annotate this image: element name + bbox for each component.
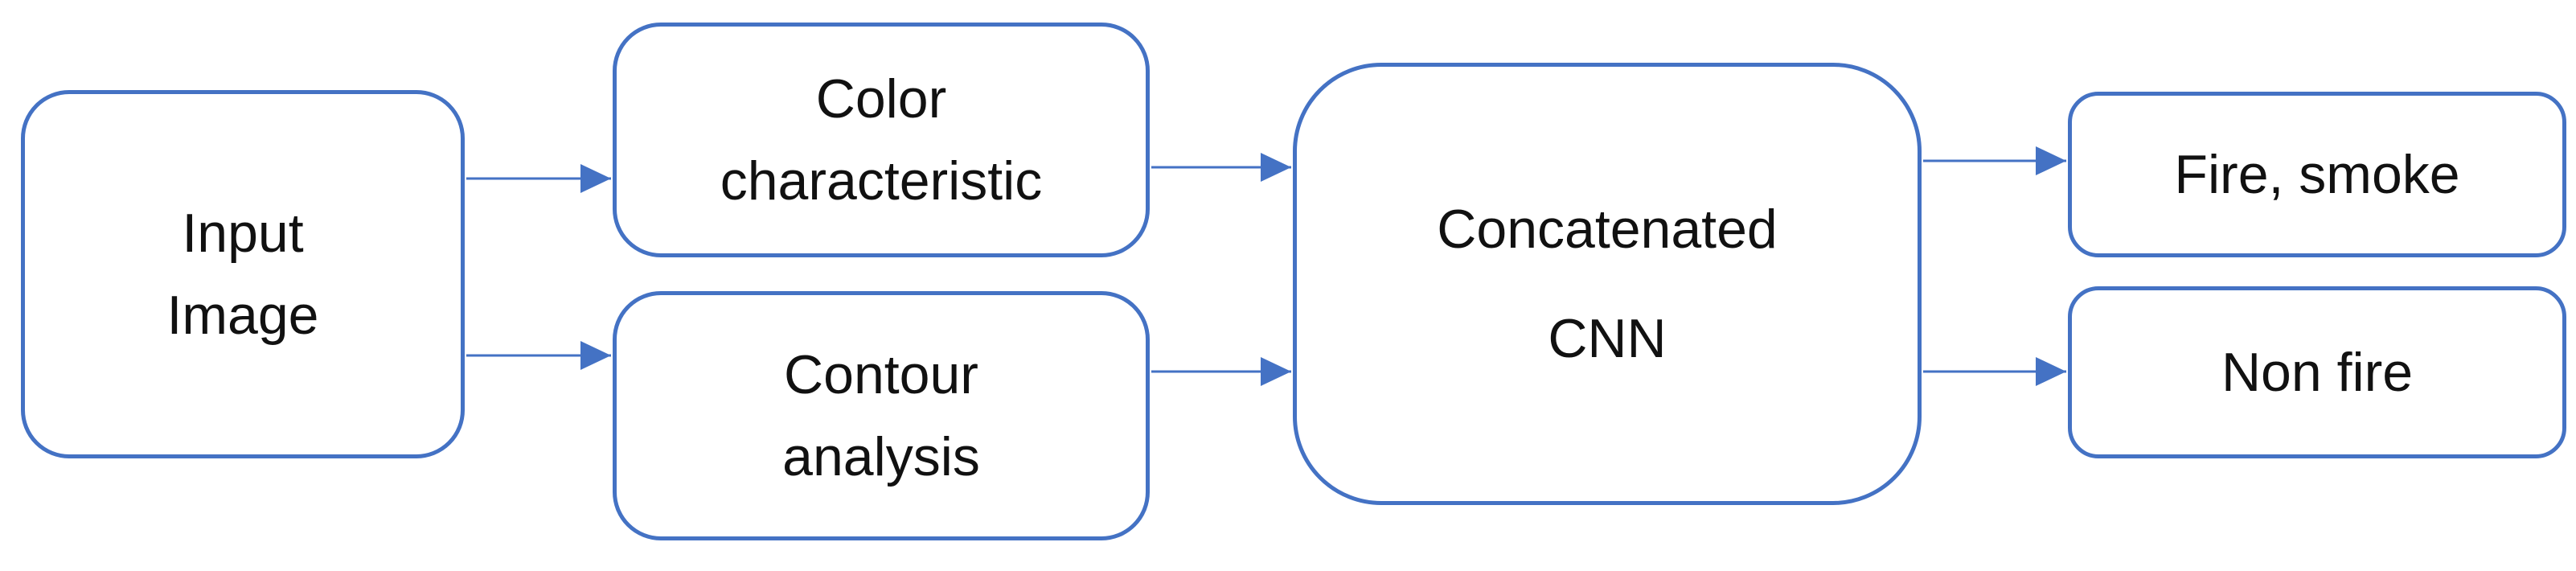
contour-analysis-node: Contour analysis [613,291,1150,540]
node-label-line: Concatenated [1437,199,1778,260]
node-label-line: Non fire [2221,342,2414,403]
arrowhead [580,164,611,193]
arrowhead [1261,357,1291,386]
color-characteristic-node: Color characteristic [613,23,1150,257]
node-label-line: characteristic [720,150,1043,212]
fire-smoke-output-node: Fire, smoke [2068,92,2566,257]
node-label-line: analysis [782,426,980,487]
node-label-line: Input [182,203,304,264]
concatenated-cnn-node: Concatenated CNN [1293,63,1922,505]
non-fire-output-node: Non fire [2068,286,2566,458]
arrowhead [580,341,611,370]
node-label-line: CNN [1548,308,1667,369]
node-label-line: Contour [784,344,978,405]
arrowhead [1261,153,1291,182]
input-image-node: Input Image [21,90,465,458]
arrowhead [2036,146,2066,175]
arrowhead [2036,357,2066,386]
node-label-line: Color [815,68,947,129]
node-label-line: Image [166,285,319,346]
node-label-line: Fire, smoke [2174,144,2460,205]
